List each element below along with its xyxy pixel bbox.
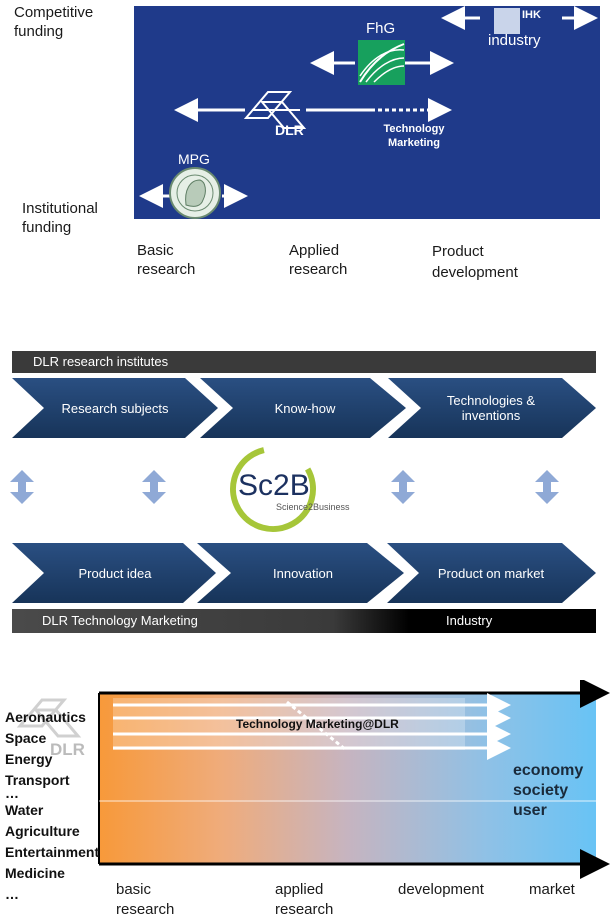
funding-arrows — [139, 6, 598, 219]
product-on-market-label: Product on market — [437, 565, 545, 581]
market-axis-label: market — [529, 881, 575, 898]
product-development-label: Product development — [432, 243, 518, 281]
industry-item: Aeronautics — [5, 709, 86, 725]
dlr-research-institutes-bar: DLR research institutes — [12, 351, 596, 373]
industry-item: Medicine — [5, 865, 65, 881]
user-label: user — [513, 802, 547, 819]
development-axis-label: development — [398, 881, 484, 898]
competitive-funding-label: Competitive funding — [14, 4, 94, 40]
double-arrows — [10, 470, 559, 504]
know-how-label: Know-how — [274, 400, 336, 416]
bottom-bar — [12, 609, 596, 633]
innovation-label: Innovation — [273, 565, 333, 581]
industry-item: Transport — [5, 772, 70, 788]
basic-research-label: Basic research — [137, 242, 196, 278]
fhg-label: FhG — [366, 20, 396, 37]
fhg-logo-icon — [358, 40, 405, 85]
industry-label: industry — [488, 32, 541, 49]
applied-research-axis-label: applied research — [275, 881, 334, 918]
industry-item: Agriculture — [5, 823, 80, 839]
tm-dashed-diagonal — [286, 700, 347, 752]
industry-item: … — [5, 886, 19, 902]
dlr-watermark-icon — [16, 698, 82, 738]
society-label: society — [513, 782, 569, 799]
industry-item: … — [5, 785, 19, 801]
chevron-technologies — [388, 378, 596, 438]
chevron-know-how — [200, 378, 406, 438]
dlr-label: DLR — [275, 122, 304, 138]
dlr-logo-icon — [243, 91, 307, 129]
double-arrow-icon — [142, 470, 166, 504]
sc2b-logo-text: Sc2B — [238, 469, 310, 502]
chevron-innovation — [197, 543, 404, 603]
technology-marketing-label: Technology Marketing — [383, 123, 445, 149]
industry-bar-label: Industry — [446, 613, 493, 628]
science2business-text: Science2Business — [276, 502, 350, 512]
ihk-label: IHK — [522, 9, 541, 21]
mpg-seal-icon — [169, 167, 221, 219]
product-idea-label: Product idea — [78, 565, 152, 581]
mpg-label: MPG — [178, 151, 210, 167]
industry-item: Energy — [5, 751, 53, 767]
top-chevron-row — [12, 378, 596, 438]
double-arrow-icon — [391, 470, 415, 504]
double-arrow-icon — [535, 470, 559, 504]
chevron-product-on-market — [387, 543, 596, 603]
dlr-watermark-text: DLR — [50, 740, 85, 759]
tm-arrows — [16, 680, 610, 879]
industry-item: Entertainment — [5, 844, 100, 860]
tm-title: Technology Marketing@DLR — [236, 717, 399, 731]
dlr-technology-marketing-label: DLR Technology Marketing — [42, 613, 198, 628]
bottom-chevron-row — [12, 543, 596, 603]
basic-research-axis-label: basic research — [116, 881, 175, 918]
chevron-product-idea — [12, 543, 216, 603]
industry-item: Space — [5, 730, 47, 746]
industry-item: Water — [5, 802, 44, 818]
gradient-field — [99, 693, 596, 864]
ihk-logo-icon — [494, 8, 520, 34]
technologies-inventions-label: Technologies & inventions — [446, 393, 536, 423]
tm-highlight — [113, 698, 465, 750]
economy-label: economy — [513, 762, 584, 779]
research-subjects-label: Research subjects — [61, 400, 169, 416]
sc2b-logo-icon — [230, 446, 316, 532]
institutional-funding-label: Institutional funding — [22, 200, 98, 236]
chevron-research-subjects — [12, 378, 218, 438]
double-arrow-icon — [10, 470, 34, 504]
applied-research-label: Applied research — [289, 242, 348, 278]
